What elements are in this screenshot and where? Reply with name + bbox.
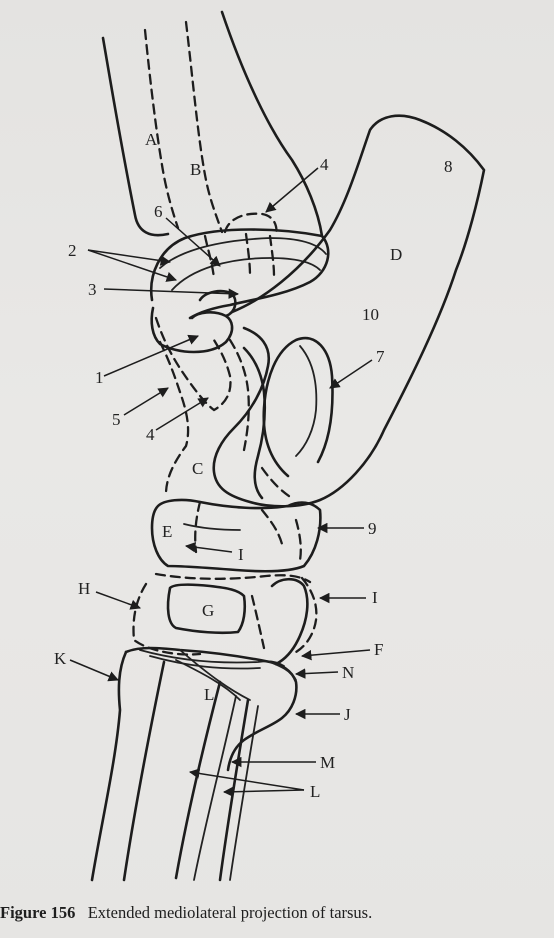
fibula-line-2 bbox=[184, 20, 224, 234]
label-D: D bbox=[390, 245, 402, 264]
fibula-line-1 bbox=[143, 28, 180, 230]
talus-inner-dashed bbox=[228, 338, 250, 452]
label-10: 10 bbox=[362, 305, 379, 324]
figure-number: Figure 156 bbox=[0, 903, 76, 922]
label-9: 9 bbox=[368, 519, 377, 538]
tarsus-diagram: A B 4 8 6 2 D 3 10 7 1 5 4 C E 9 I H I G… bbox=[54, 10, 486, 882]
talus-ridge-dashed bbox=[154, 316, 232, 412]
label-I-right: I bbox=[372, 588, 378, 607]
metatarsal-line-1 bbox=[122, 660, 166, 882]
label-4-left: 4 bbox=[146, 425, 155, 444]
tarsal-I-dashed bbox=[132, 576, 318, 656]
metatarsal-line-5 bbox=[229, 705, 259, 881]
leader-lines bbox=[69, 167, 373, 798]
tibial-cochlea bbox=[149, 228, 330, 320]
label-L-upper: L bbox=[204, 685, 214, 704]
label-G: G bbox=[202, 601, 214, 620]
label-1: 1 bbox=[95, 368, 104, 387]
label-8: 8 bbox=[444, 157, 453, 176]
label-7: 7 bbox=[376, 347, 385, 366]
talus-medial-dashed bbox=[158, 340, 190, 496]
label-J: J bbox=[344, 705, 351, 724]
distal-tarsal-row-dashed bbox=[154, 572, 312, 584]
label-N: N bbox=[342, 663, 354, 682]
talus-lateral-outline bbox=[242, 346, 267, 500]
third-tarsal-outline bbox=[166, 583, 247, 635]
label-B: B bbox=[190, 160, 201, 179]
tarsometatarsal-joint-2 bbox=[149, 655, 261, 670]
talus-outline bbox=[150, 306, 234, 354]
label-M: M bbox=[320, 753, 335, 772]
figure-caption: Figure 156 Extended mediolateral project… bbox=[0, 903, 554, 929]
central-tarsal-joint bbox=[183, 523, 241, 531]
calcaneus-distal-dashed bbox=[260, 466, 294, 500]
medial-malleolus bbox=[223, 212, 278, 238]
metatarsal-line-3 bbox=[193, 695, 237, 881]
label-K: K bbox=[54, 649, 67, 668]
label-I-inner: I bbox=[238, 545, 244, 564]
central-tarsal-dashed bbox=[194, 500, 302, 562]
label-C: C bbox=[192, 459, 203, 478]
trochlear-ridge-1 bbox=[159, 237, 327, 269]
label-4-top: 4 bbox=[320, 155, 329, 174]
trochlear-ridge-2 bbox=[171, 257, 321, 291]
fourth-tarsal-outline bbox=[270, 577, 309, 666]
figure-title: Extended mediolateral projection of tars… bbox=[87, 903, 373, 922]
sustentaculum-inner bbox=[295, 345, 318, 457]
metatarsal-medial-outline bbox=[90, 650, 128, 882]
label-A: A bbox=[145, 130, 158, 149]
metatarsal-base-detail bbox=[175, 649, 251, 701]
tarsal-inner-dashed bbox=[250, 594, 266, 650]
tibia-caudal-outline bbox=[220, 10, 324, 238]
label-2: 2 bbox=[68, 241, 77, 260]
label-L-lower: L bbox=[310, 782, 320, 801]
tibia-outline bbox=[101, 36, 170, 237]
sustentaculum-outline bbox=[262, 336, 334, 478]
label-6: 6 bbox=[154, 202, 163, 221]
metatarsal-N-edge bbox=[269, 661, 297, 681]
label-E: E bbox=[162, 522, 172, 541]
label-H: H bbox=[78, 579, 90, 598]
metatarsal-line-2 bbox=[174, 680, 222, 880]
label-5: 5 bbox=[112, 410, 121, 429]
label-3: 3 bbox=[88, 280, 97, 299]
calcaneus-outline bbox=[212, 114, 486, 508]
label-F: F bbox=[374, 640, 383, 659]
central-tarsal-outline bbox=[150, 498, 322, 573]
